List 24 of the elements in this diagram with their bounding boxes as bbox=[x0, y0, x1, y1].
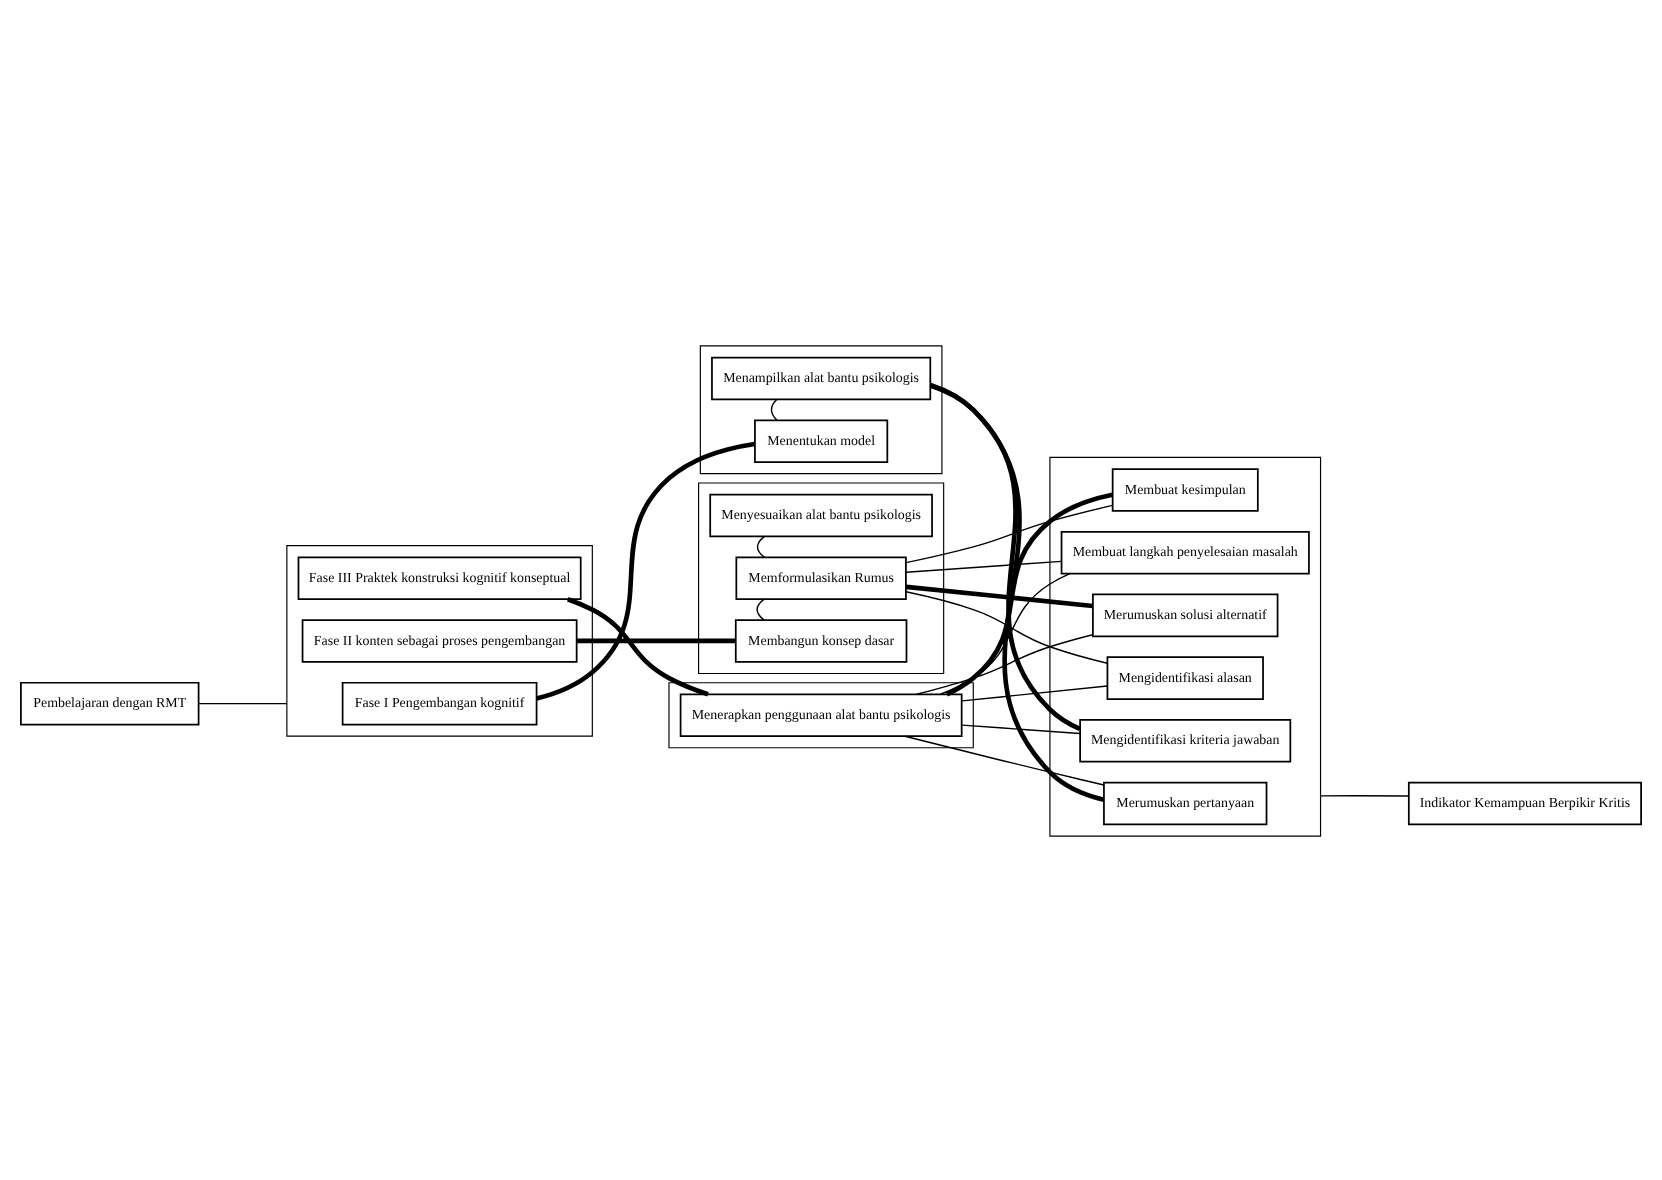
connector bbox=[945, 491, 1113, 696]
connector bbox=[905, 583, 1093, 608]
connector bbox=[916, 633, 1094, 694]
connector bbox=[756, 597, 765, 620]
cluster bbox=[286, 544, 593, 736]
cluster bbox=[668, 681, 974, 748]
connector bbox=[905, 590, 1108, 663]
connector bbox=[198, 701, 288, 704]
connector bbox=[905, 503, 1114, 563]
cluster bbox=[699, 344, 943, 474]
connector bbox=[536, 440, 756, 700]
cluster bbox=[1049, 455, 1322, 836]
cluster bbox=[698, 481, 945, 674]
connector bbox=[961, 684, 1108, 701]
connector bbox=[1319, 794, 1410, 796]
connector bbox=[577, 637, 736, 643]
connector bbox=[756, 534, 766, 557]
connector bbox=[905, 559, 1063, 572]
connector bbox=[770, 397, 778, 420]
connector bbox=[929, 381, 1105, 802]
connector bbox=[939, 571, 1071, 694]
connector bbox=[961, 723, 1081, 734]
connector bbox=[929, 382, 1081, 730]
connector bbox=[904, 734, 1105, 785]
